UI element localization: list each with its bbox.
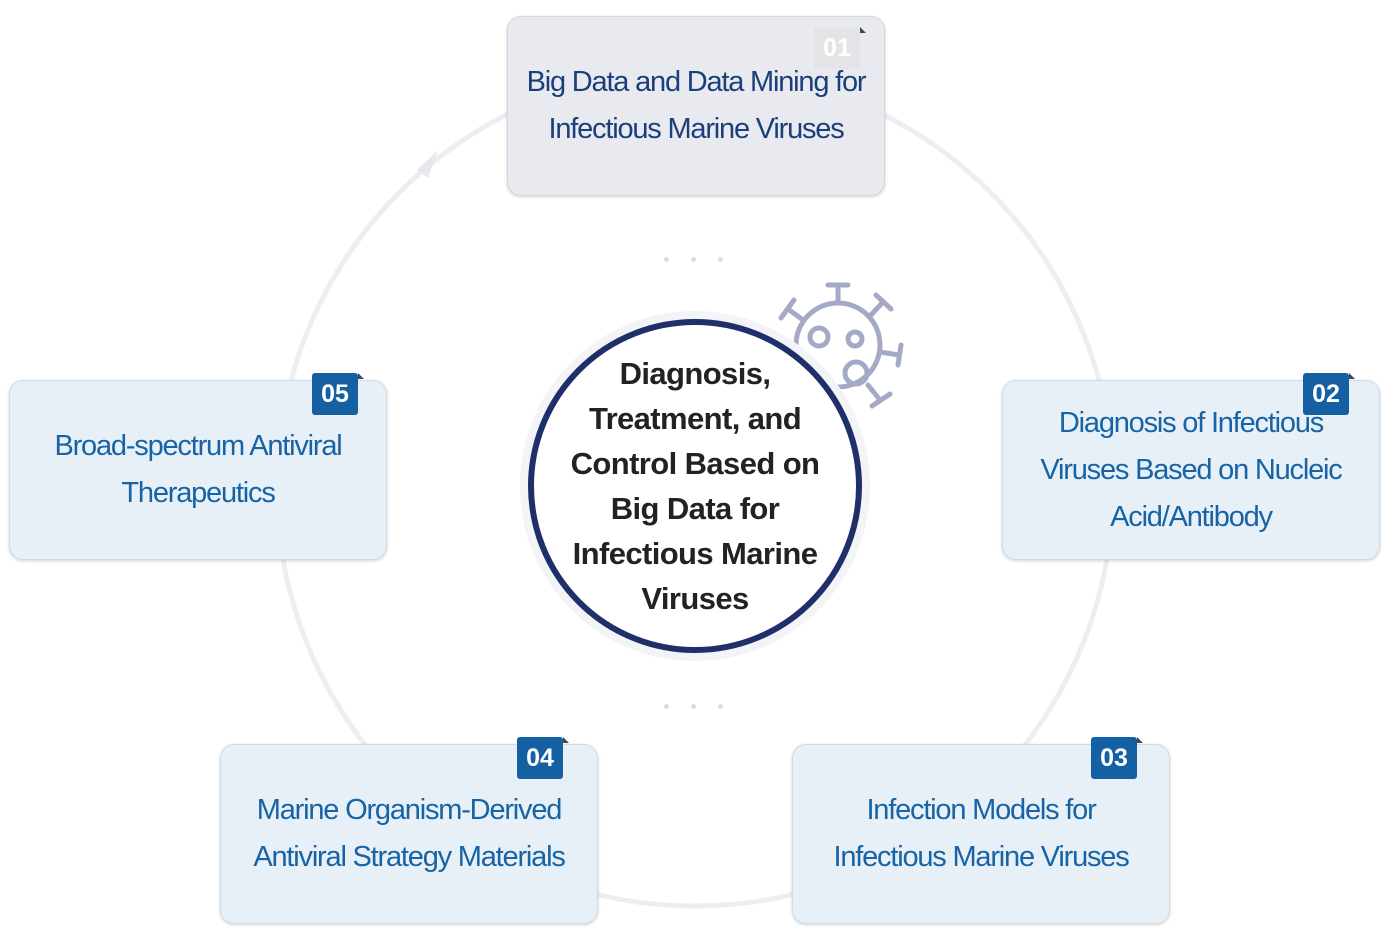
- step-04-label: Marine Organism-Derived Antiviral Strate…: [253, 794, 566, 873]
- dot: [664, 257, 669, 262]
- step-05-label: Broad-spectrum Antiviral Therapeutics: [54, 430, 342, 509]
- step-05-badge: 05: [312, 373, 364, 415]
- step-02-badge: 02: [1303, 373, 1355, 415]
- dot: [691, 704, 696, 709]
- step-03-badge: 03: [1091, 737, 1143, 779]
- arrowhead-icon: [417, 150, 438, 178]
- step-02-box: Diagnosis of Infectious Viruses Based on…: [1002, 373, 1380, 560]
- step-01-badge: 01: [814, 27, 866, 69]
- step-05-box: Broad-spectrum Antiviral Therapeutics 05: [9, 373, 387, 560]
- dot: [691, 257, 696, 262]
- dot: [718, 257, 723, 262]
- step-04-box: Marine Organism-Derived Antiviral Strate…: [220, 737, 598, 924]
- step-01-box: Big Data and Data Mining for Infectious …: [507, 16, 885, 196]
- center-title: Diagnosis, Treatment, and Control Based …: [570, 356, 820, 616]
- center-circle: Diagnosis, Treatment, and Control Based …: [528, 319, 862, 653]
- step-02-label: Diagnosis of Infectious Viruses Based on…: [1040, 406, 1342, 533]
- step-01-label: Big Data and Data Mining for Infectious …: [526, 66, 867, 145]
- step-03-label: Infection Models for Infectious Marine V…: [833, 794, 1129, 873]
- virus-icon: [778, 282, 904, 409]
- step-03-box: Infection Models for Infectious Marine V…: [792, 737, 1170, 924]
- dot: [664, 704, 669, 709]
- bottom-dots: [664, 704, 723, 709]
- dot: [718, 704, 723, 709]
- top-dots: [664, 257, 723, 262]
- step-04-badge: 04: [517, 737, 569, 779]
